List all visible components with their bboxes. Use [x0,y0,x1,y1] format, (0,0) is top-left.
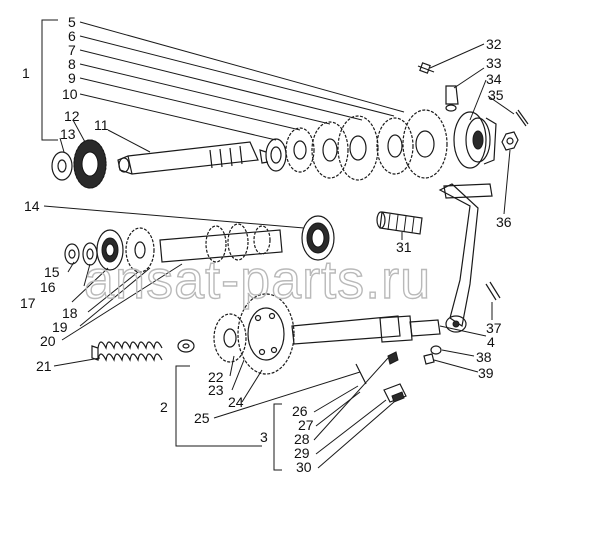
callout-37: 37 [486,320,502,336]
callout-2: 2 [160,399,168,415]
callout-13: 13 [60,126,76,142]
callout-36: 36 [496,214,512,230]
callout-22: 22 [208,369,224,385]
callout-30: 30 [296,459,312,475]
callout-5: 5 [68,14,76,30]
screw-32 [417,62,435,74]
callout-24: 24 [228,394,244,410]
callout-18: 18 [62,305,78,321]
leader-lines [41,19,515,471]
nut-39 [423,353,435,365]
callout-12: 12 [64,108,80,124]
pin-37 [485,281,501,301]
callout-9: 9 [68,70,76,86]
callout-39: 39 [478,365,494,381]
callout-33: 33 [486,55,502,71]
pin-35 [515,109,529,127]
callout-38: 38 [476,349,492,365]
washer-13 [51,151,73,181]
watermark-text: ansat-parts.ru [84,250,431,310]
callout-10: 10 [62,86,78,102]
callout-17: 17 [20,295,36,311]
gear-cluster [285,109,448,181]
callout-28: 28 [294,431,310,447]
callout-29: 29 [294,445,310,461]
roller-31 [376,211,423,235]
callout-3: 3 [260,429,268,445]
shaft-11 [117,141,259,175]
callout-1: 1 [22,65,30,81]
shift-lever-4 [438,183,493,333]
callout-15: 15 [44,264,60,280]
spring-21 [91,339,195,362]
nut-36 [501,131,519,151]
upper-shaft-assembly [51,62,529,189]
small-parts-3 [355,351,407,403]
lower-shaft-assembly [64,223,283,273]
callout-21: 21 [36,358,52,374]
bushing-10 [259,138,287,172]
callout-25: 25 [194,410,210,426]
callout-35: 35 [488,87,504,103]
callout-27: 27 [298,417,314,433]
callout-32: 32 [486,36,502,52]
callout-16: 16 [40,279,56,295]
callout-6: 6 [68,28,76,44]
bearing-14 [301,215,335,261]
gear-12 [73,139,107,189]
callout-26: 26 [292,403,308,419]
gear-assembly-2 [213,293,441,375]
callout-7: 7 [68,42,76,58]
callout-14: 14 [24,198,40,214]
callout-19: 19 [52,319,68,335]
callout-11: 11 [94,117,109,133]
flange-housing [453,111,497,169]
callout-31: 31 [396,239,412,255]
callout-23: 23 [208,382,224,398]
callout-numbers: 1 2 3 4 5 6 7 8 9 10 11 12 13 14 15 16 1… [20,14,512,475]
callout-8: 8 [68,56,76,72]
callout-4: 4 [487,334,495,350]
cam-33 [445,85,459,112]
washer-38 [430,345,442,355]
callout-34: 34 [486,71,502,87]
callout-20: 20 [40,333,56,349]
